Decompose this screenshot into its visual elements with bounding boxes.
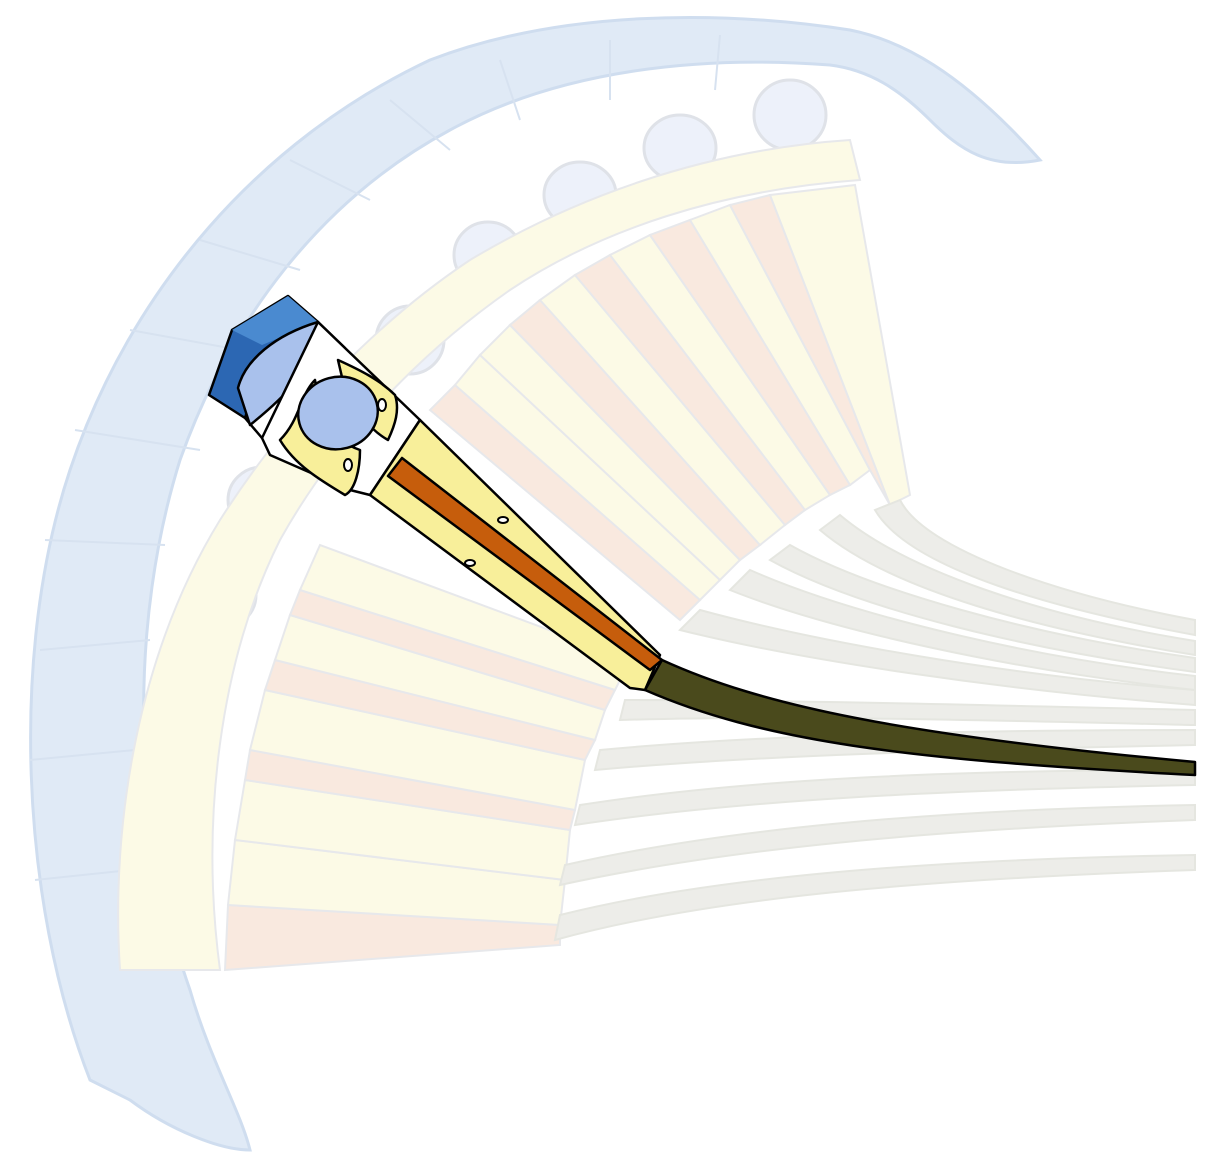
retinula-nucleus-2: [465, 560, 475, 566]
nucleus-2: [344, 459, 352, 471]
retinula-nucleus-1: [498, 517, 508, 523]
nucleus-1: [378, 399, 386, 411]
background-eye-structure: [30, 18, 1195, 1150]
